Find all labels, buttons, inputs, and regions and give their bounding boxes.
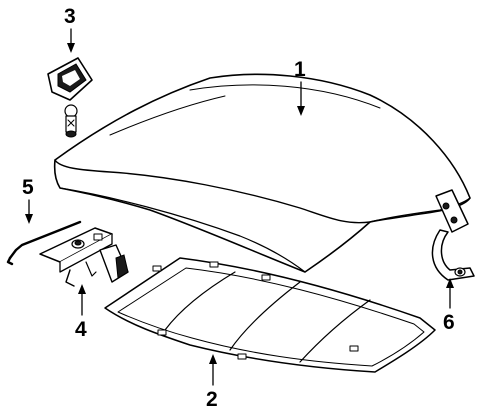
- callout-label-2: 2: [206, 388, 218, 411]
- callout-label-4: 4: [75, 318, 87, 341]
- hood-insulator: [104, 257, 436, 373]
- callout-label-1: 1: [294, 58, 306, 81]
- hood-hinge: [431, 189, 475, 281]
- hood-emblem: [47, 57, 93, 138]
- callout-5: 5: [22, 176, 34, 224]
- callout-6: 6: [443, 278, 455, 334]
- hood-latch: [39, 227, 129, 287]
- callout-label-6: 6: [443, 311, 455, 334]
- callout-1: 1: [294, 58, 306, 116]
- callout-label-3: 3: [64, 5, 76, 28]
- hood-panel: [53, 73, 471, 273]
- callout-2: 2: [206, 354, 218, 411]
- prop-rod: [6, 220, 82, 266]
- callout-label-5: 5: [22, 176, 34, 199]
- callout-3: 3: [64, 5, 76, 53]
- callout-4: 4: [75, 284, 87, 341]
